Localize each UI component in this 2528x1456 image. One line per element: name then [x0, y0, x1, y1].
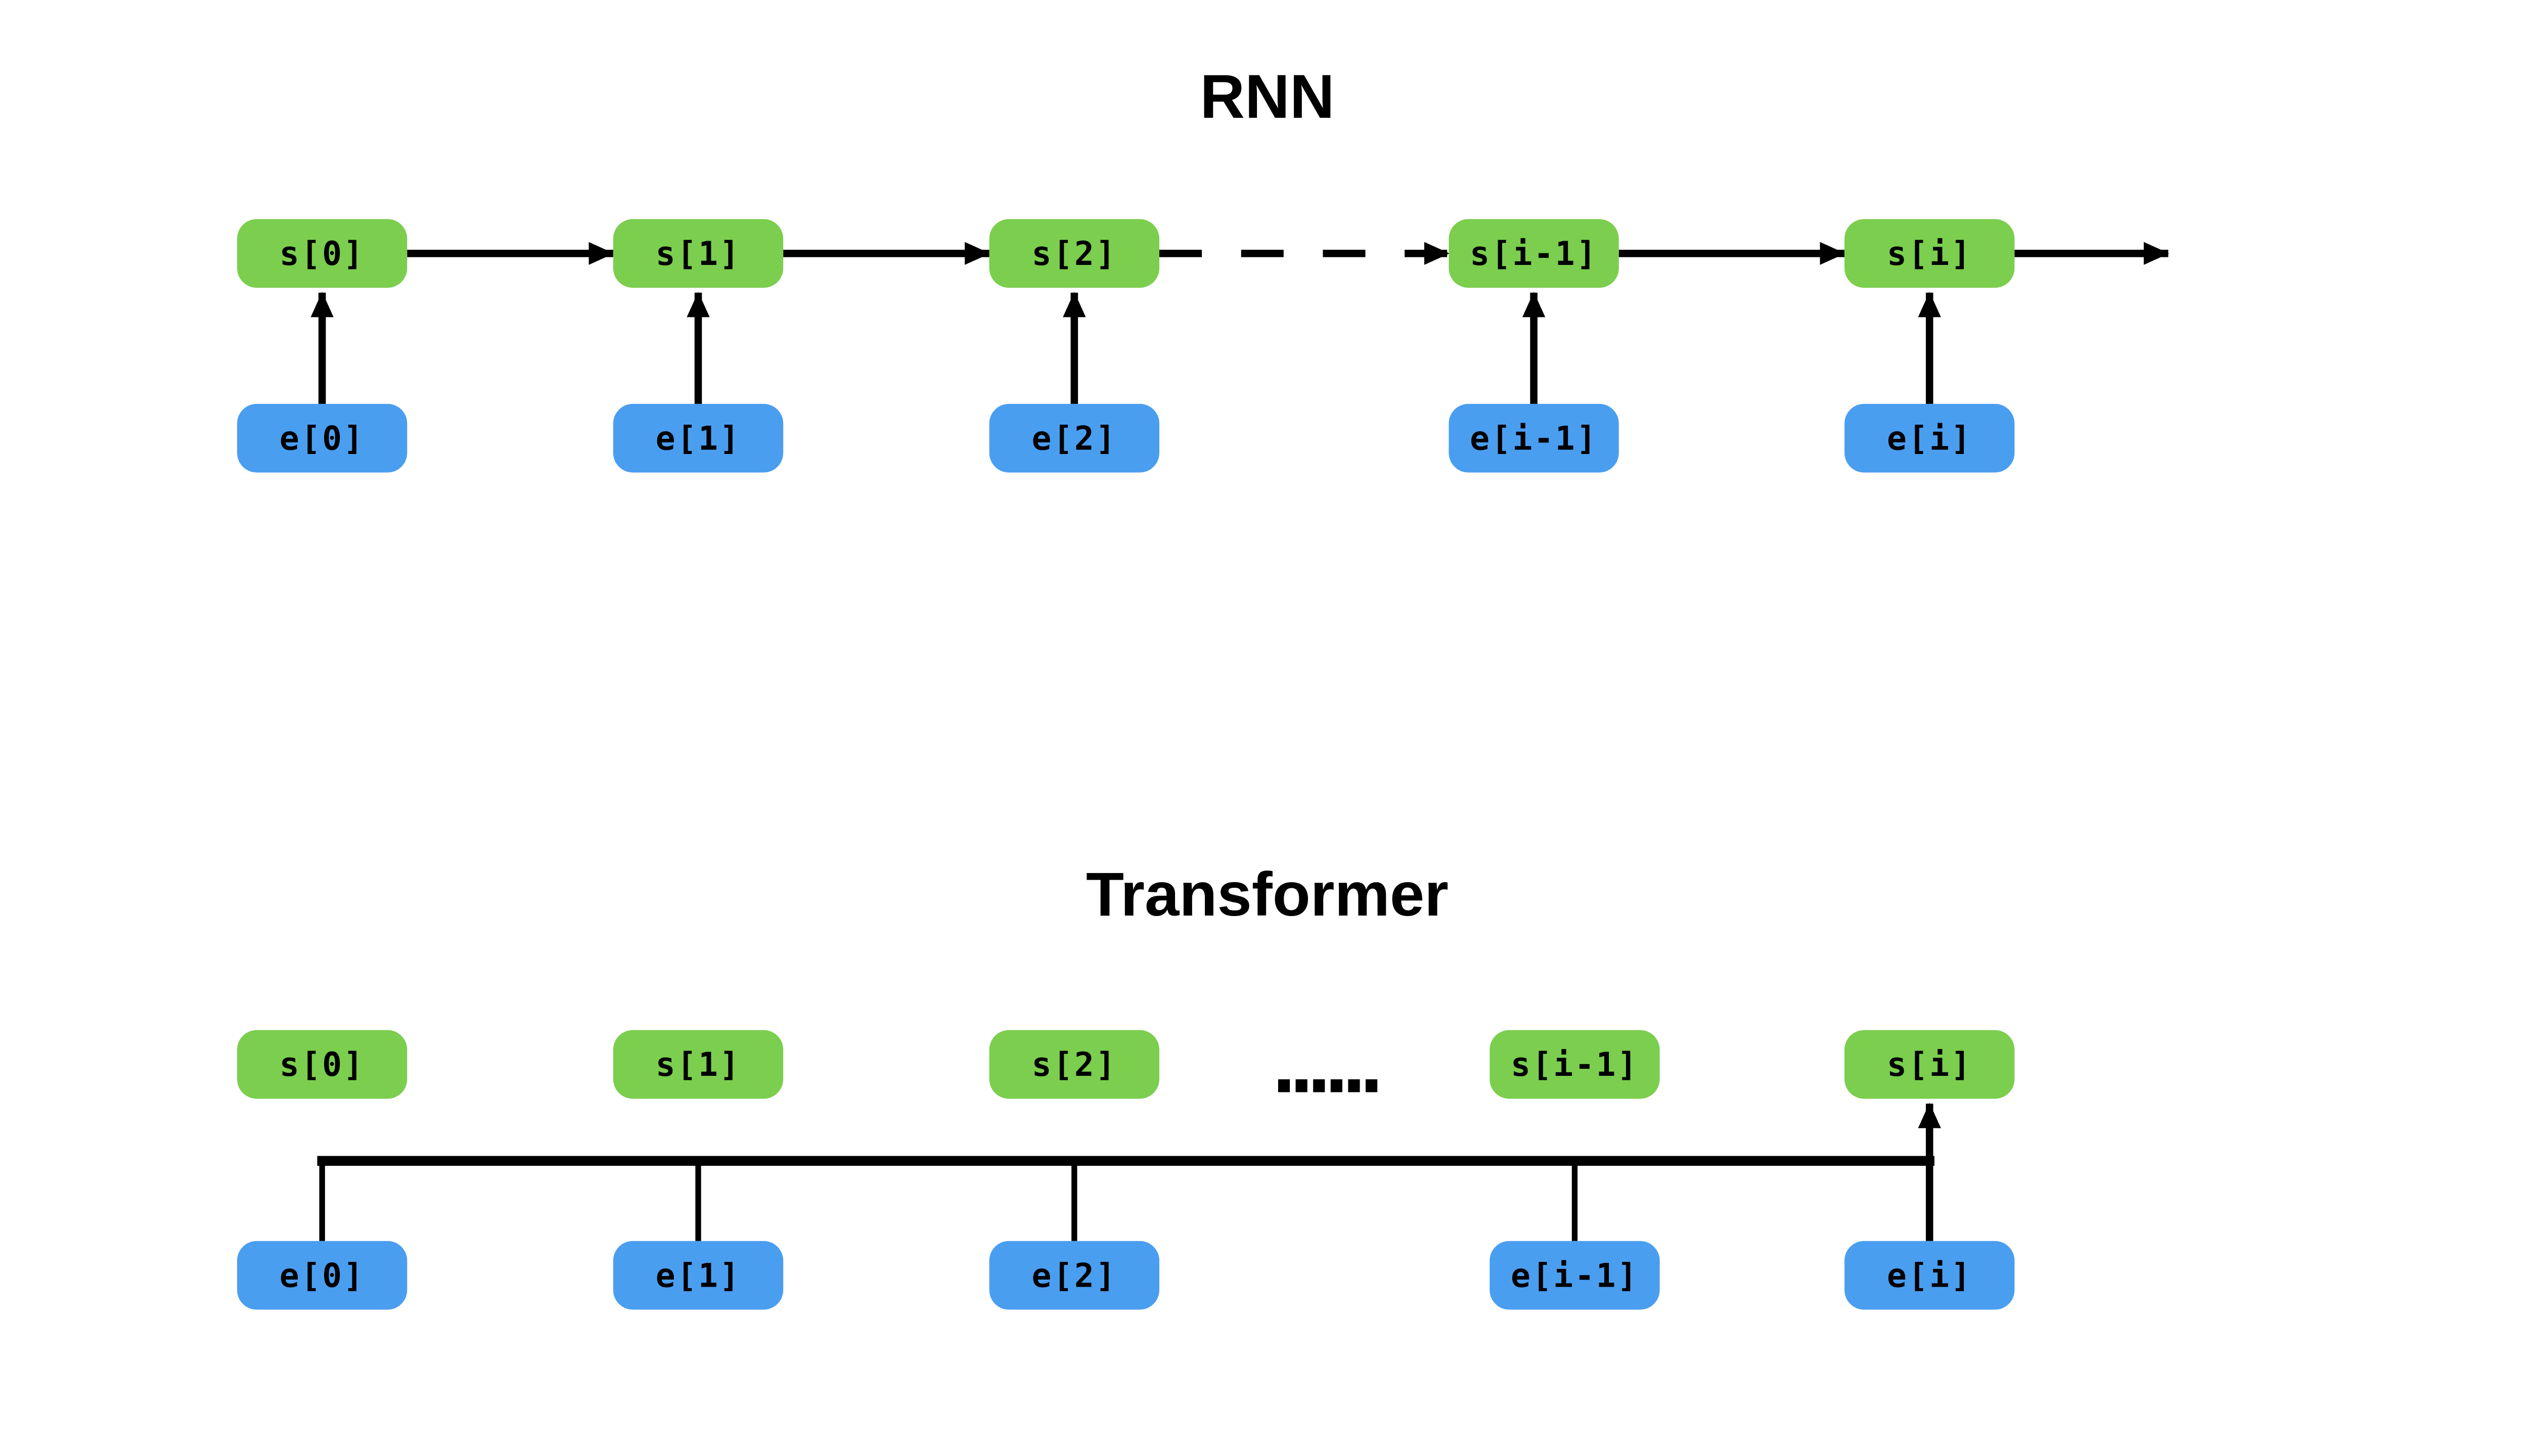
rnn-embed-box-2 [989, 403, 1160, 473]
rnn-embed-node-2: e[2] [989, 403, 1160, 473]
rnn-embed-box-4 [1844, 403, 2015, 473]
rnn-embed-label-1: e[1] [656, 420, 741, 458]
transformer-state-box-0 [237, 1030, 408, 1099]
rnn-embed-node-0: e[0] [237, 403, 408, 473]
transformer-state-box-3 [1489, 1030, 1660, 1099]
rnn-state-box-4 [1844, 219, 2015, 288]
rnn-title: RNN [1200, 62, 1334, 131]
transformer-embed-label-1: e[1] [656, 1257, 741, 1295]
transformer-section: Transformer ...... s[0] s[1] s[2] s[i-1] [237, 860, 2015, 1310]
transformer-state-node-0: s[0] [237, 1030, 408, 1099]
rnn-state-box-1 [613, 219, 784, 288]
transformer-embed-box-2 [989, 1241, 1160, 1310]
rnn-embed-node-3: e[i-1] [1449, 403, 1619, 473]
rnn-state-box-0 [237, 219, 408, 288]
rnn-state-box-3 [1449, 219, 1619, 288]
rnn-embed-node-4: e[i] [1844, 403, 2015, 473]
transformer-embed-box-4 [1844, 1241, 2015, 1310]
transformer-embed-node-2: e[2] [989, 1241, 1160, 1310]
transformer-state-label-1: s[1] [656, 1046, 741, 1084]
rnn-state-node-0: s[0] [237, 219, 408, 288]
rnn-section: RNN s[0] s[1] s[2] s[i-1] [237, 62, 2170, 473]
rnn-embed-label-4: e[i] [1887, 420, 1972, 458]
rnn-state-node-3: s[i-1] [1449, 219, 1619, 288]
transformer-state-label-2: s[2] [1031, 1046, 1117, 1084]
rnn-state-label-1: s[1] [656, 235, 741, 273]
transformer-state-node-1: s[1] [613, 1030, 784, 1099]
transformer-state-node-2: s[2] [989, 1030, 1160, 1099]
transformer-state-box-4 [1844, 1030, 2015, 1099]
transformer-state-node-4: s[i] [1844, 1030, 2015, 1099]
transformer-state-label-3: s[i-1] [1511, 1046, 1639, 1084]
rnn-state-box-2 [989, 219, 1160, 288]
transformer-state-label-4: s[i] [1887, 1046, 1972, 1084]
rnn-embed-node-1: e[1] [613, 403, 784, 473]
rnn-state-label-3: s[i-1] [1470, 235, 1598, 273]
rnn-state-node-2: s[2] [989, 219, 1160, 288]
transformer-embed-node-1: e[1] [613, 1241, 784, 1310]
transformer-embed-label-3: e[i-1] [1511, 1257, 1639, 1295]
rnn-state-label-2: s[2] [1031, 235, 1117, 273]
rnn-vs-transformer-diagram: RNN s[0] s[1] s[2] s[i-1] [237, 62, 2170, 1310]
transformer-embed-box-0 [237, 1241, 408, 1310]
rnn-embed-label-0: e[0] [280, 420, 365, 458]
transformer-embed-node-3: e[i-1] [1489, 1241, 1660, 1310]
rnn-embed-box-0 [237, 403, 408, 473]
transformer-embed-label-4: e[i] [1887, 1257, 1972, 1295]
rnn-state-label-4: s[i] [1887, 235, 1972, 273]
transformer-embed-box-3 [1489, 1241, 1660, 1310]
transformer-embed-box-1 [613, 1241, 784, 1310]
transformer-embed-label-0: e[0] [280, 1257, 365, 1295]
rnn-state-node-1: s[1] [613, 219, 784, 288]
transformer-embed-node-0: e[0] [237, 1241, 408, 1310]
rnn-state-node-4: s[i] [1844, 219, 2015, 288]
transformer-ellipsis: ...... [1262, 1025, 1393, 1109]
transformer-state-box-1 [613, 1030, 784, 1099]
rnn-embed-label-2: e[2] [1031, 420, 1117, 458]
transformer-embed-node-4: e[i] [1844, 1241, 2015, 1310]
rnn-embed-box-3 [1449, 403, 1619, 473]
diagram-page: RNN s[0] s[1] s[2] s[i-1] [237, 62, 2170, 1310]
rnn-embed-label-3: e[i-1] [1470, 420, 1598, 458]
transformer-state-node-3: s[i-1] [1489, 1030, 1660, 1099]
transformer-state-box-2 [989, 1030, 1160, 1099]
rnn-embed-box-1 [613, 403, 784, 473]
transformer-state-label-0: s[0] [280, 1046, 365, 1084]
rnn-state-label-0: s[0] [280, 235, 365, 273]
transformer-embed-label-2: e[2] [1031, 1257, 1117, 1295]
transformer-title: Transformer [1086, 860, 1449, 929]
